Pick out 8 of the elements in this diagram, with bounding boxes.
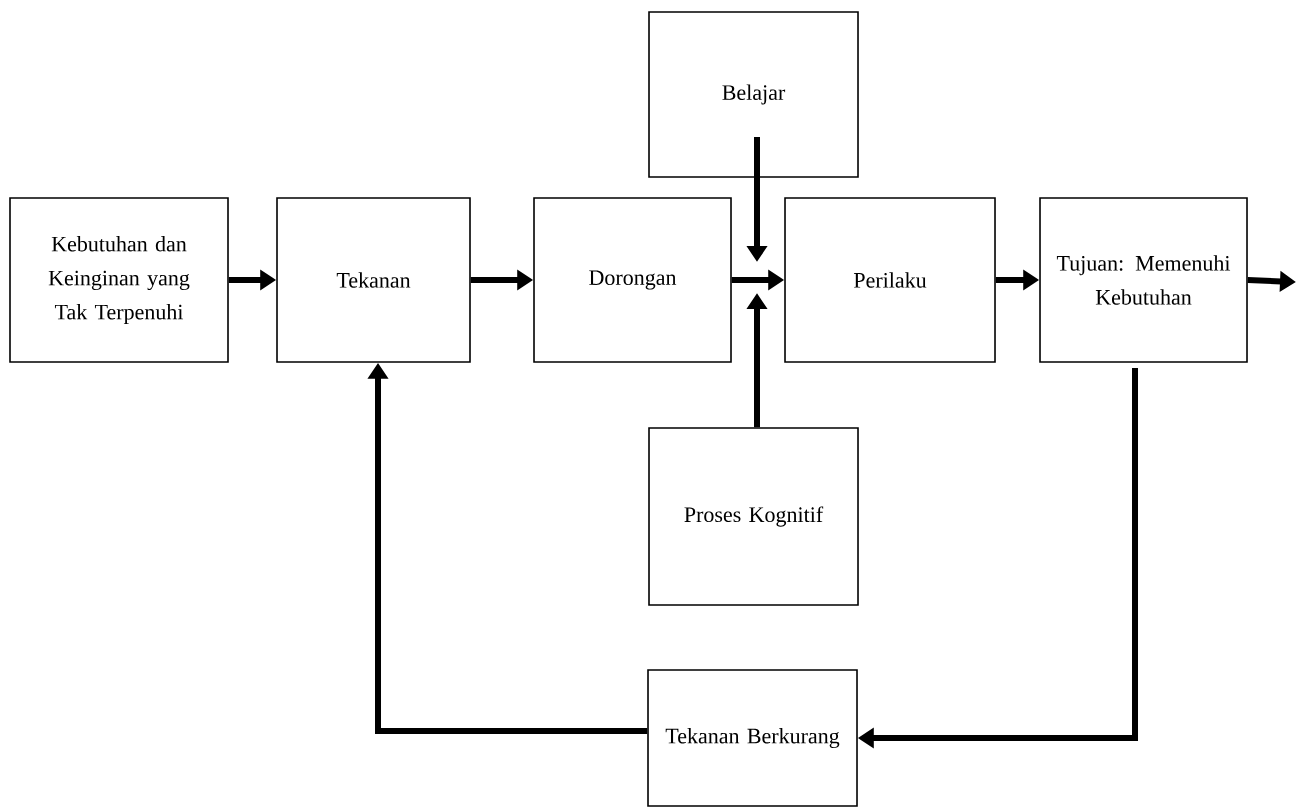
process-box: Perilaku (784, 197, 996, 363)
process-box: Dorongan (533, 197, 732, 363)
process-box: Tekanan Berkurang (647, 669, 858, 807)
process-box: Kebutuhan dan Keinginan yang Tak Terpenuhi (9, 197, 229, 363)
process-box: Tujuan: Memenuhi Kebutuhan (1039, 197, 1248, 363)
process-box: Tekanan (276, 197, 471, 363)
process-box: Proses Kognitif (648, 427, 859, 606)
process-box: Belajar (648, 11, 859, 178)
